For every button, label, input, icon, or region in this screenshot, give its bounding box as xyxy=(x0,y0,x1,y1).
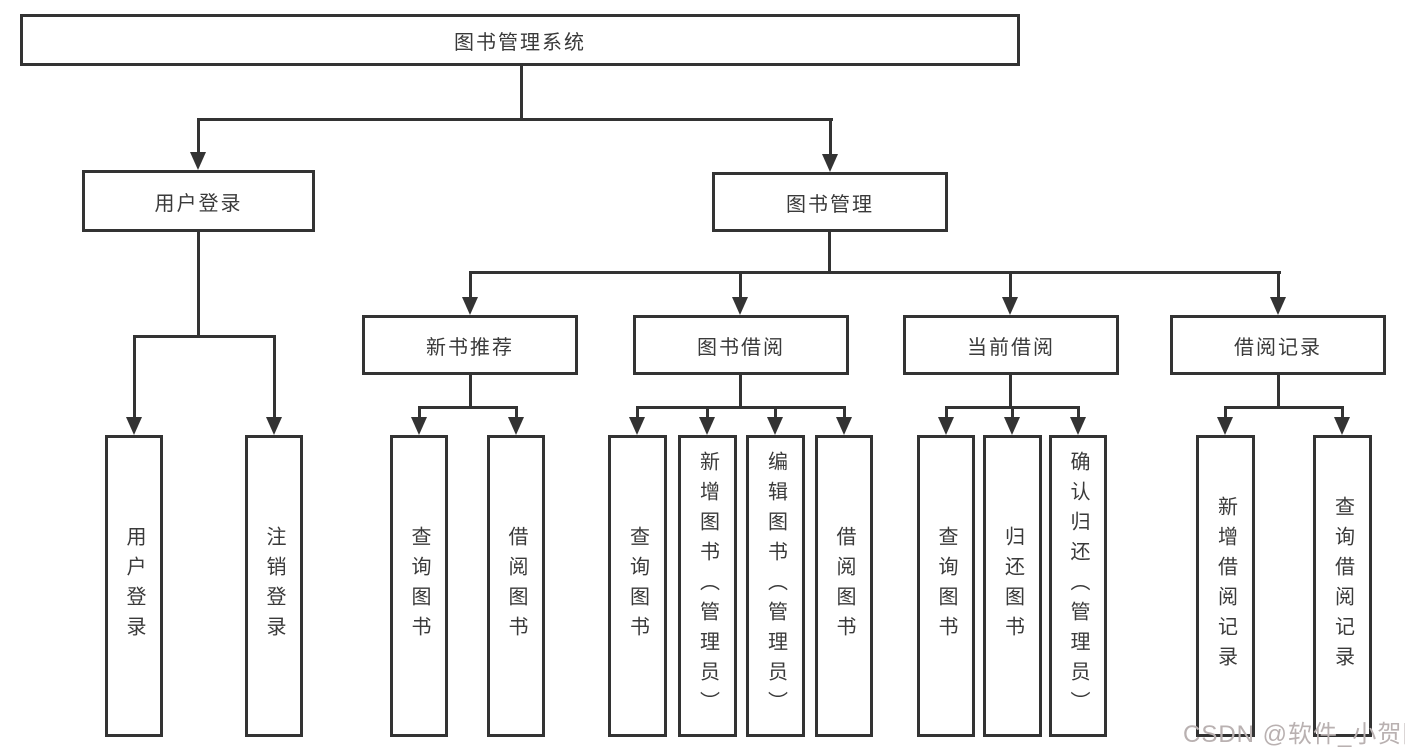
node-borrow-records: 借阅记录 xyxy=(1170,315,1386,375)
leaf-query-books-current: 查询图书 xyxy=(917,435,975,737)
connector-line xyxy=(1011,406,1014,421)
arrowhead-down-icon xyxy=(938,417,954,435)
connector-line xyxy=(636,406,639,421)
connector-line xyxy=(1224,406,1344,409)
node-label: 编辑图书（管理员） xyxy=(764,451,787,721)
node-label: 图书管理系统 xyxy=(454,31,586,54)
node-label: 新增借阅记录 xyxy=(1214,496,1237,676)
connector-line xyxy=(520,66,523,120)
leaf-confirm-return-admin: 确认归还（管理员） xyxy=(1049,435,1107,737)
connector-line xyxy=(197,118,833,121)
leaf-borrow-books: 借阅图书 xyxy=(815,435,873,737)
node-label: 新增图书（管理员） xyxy=(696,451,719,721)
connector-line xyxy=(1077,406,1080,421)
connector-line xyxy=(133,335,276,338)
connector-line xyxy=(774,406,777,421)
connector-line xyxy=(739,271,742,301)
node-label: 归还图书 xyxy=(1001,526,1024,646)
connector-line xyxy=(739,375,742,409)
connector-line xyxy=(273,335,276,421)
node-label: 查询借阅记录 xyxy=(1331,496,1354,676)
node-current-borrow: 当前借阅 xyxy=(903,315,1119,375)
node-label: 注销登录 xyxy=(263,526,285,646)
connector-line xyxy=(469,271,1281,274)
connector-line xyxy=(843,406,846,421)
arrowhead-down-icon xyxy=(836,417,852,435)
arrowhead-down-icon xyxy=(1002,297,1018,315)
leaf-borrow-books-recommend: 借阅图书 xyxy=(487,435,545,737)
connector-line xyxy=(1224,406,1227,421)
node-user-login: 用户登录 xyxy=(82,170,315,232)
arrowhead-down-icon xyxy=(411,417,427,435)
connector-line xyxy=(469,271,472,301)
arrowhead-down-icon xyxy=(629,417,645,435)
arrowhead-down-icon xyxy=(822,154,838,172)
connector-line xyxy=(1009,375,1012,409)
node-label: 用户登录 xyxy=(154,192,243,215)
connector-line xyxy=(1277,375,1280,409)
connector-line xyxy=(1341,406,1344,421)
arrowhead-down-icon xyxy=(462,297,478,315)
node-label: 图书借阅 xyxy=(697,336,785,359)
arrowhead-down-icon xyxy=(767,417,783,435)
arrowhead-down-icon xyxy=(190,152,206,170)
connector-line xyxy=(706,406,709,421)
connector-line xyxy=(133,335,136,421)
connector-line xyxy=(469,375,472,409)
arrowhead-down-icon xyxy=(266,417,282,435)
node-label: 新书推荐 xyxy=(426,336,514,359)
connector-line xyxy=(197,118,200,158)
arrowhead-down-icon xyxy=(732,297,748,315)
arrowhead-down-icon xyxy=(508,417,524,435)
node-book-management: 图书管理 xyxy=(712,172,948,232)
leaf-logout: 注销登录 xyxy=(245,435,303,737)
node-label: 借阅记录 xyxy=(1234,336,1322,359)
connector-line xyxy=(418,406,421,421)
node-label: 用户登录 xyxy=(123,526,145,646)
connector-line xyxy=(418,406,518,409)
connector-line xyxy=(636,406,846,409)
connector-line xyxy=(829,118,832,158)
connector-line xyxy=(828,232,831,274)
arrowhead-down-icon xyxy=(1334,417,1350,435)
node-library-management-system: 图书管理系统 xyxy=(20,14,1020,66)
node-label: 借阅图书 xyxy=(833,526,855,646)
node-label: 借阅图书 xyxy=(505,526,527,646)
node-label: 确认归还（管理员） xyxy=(1067,451,1089,721)
arrowhead-down-icon xyxy=(126,417,142,435)
arrowhead-down-icon xyxy=(1004,417,1020,435)
node-book-borrow: 图书借阅 xyxy=(633,315,849,375)
node-new-book-recommend: 新书推荐 xyxy=(362,315,578,375)
node-label: 查询图书 xyxy=(408,526,430,646)
leaf-return-books: 归还图书 xyxy=(983,435,1042,737)
connector-line xyxy=(1277,271,1280,301)
connector-line xyxy=(1009,271,1012,301)
node-label: 查询图书 xyxy=(626,526,649,646)
arrowhead-down-icon xyxy=(1070,417,1086,435)
arrowhead-down-icon xyxy=(1217,417,1233,435)
node-label: 当前借阅 xyxy=(967,336,1055,359)
arrowhead-down-icon xyxy=(1270,297,1286,315)
leaf-query-books-recommend: 查询图书 xyxy=(390,435,448,737)
leaf-query-borrow-record: 查询借阅记录 xyxy=(1313,435,1372,737)
node-label: 查询图书 xyxy=(935,526,957,646)
connector-line xyxy=(515,406,518,421)
node-label: 图书管理 xyxy=(786,193,874,216)
connector-line xyxy=(197,232,200,338)
arrowhead-down-icon xyxy=(699,417,715,435)
leaf-query-books-borrow: 查询图书 xyxy=(608,435,667,737)
connector-line xyxy=(945,406,948,421)
leaf-add-books-admin: 新增图书（管理员） xyxy=(678,435,737,737)
csdn-watermark: CSDN @软件_小贺同学 xyxy=(1183,721,1405,747)
leaf-user-login: 用户登录 xyxy=(105,435,163,737)
leaf-add-borrow-record: 新增借阅记录 xyxy=(1196,435,1255,737)
leaf-edit-books-admin: 编辑图书（管理员） xyxy=(746,435,805,737)
